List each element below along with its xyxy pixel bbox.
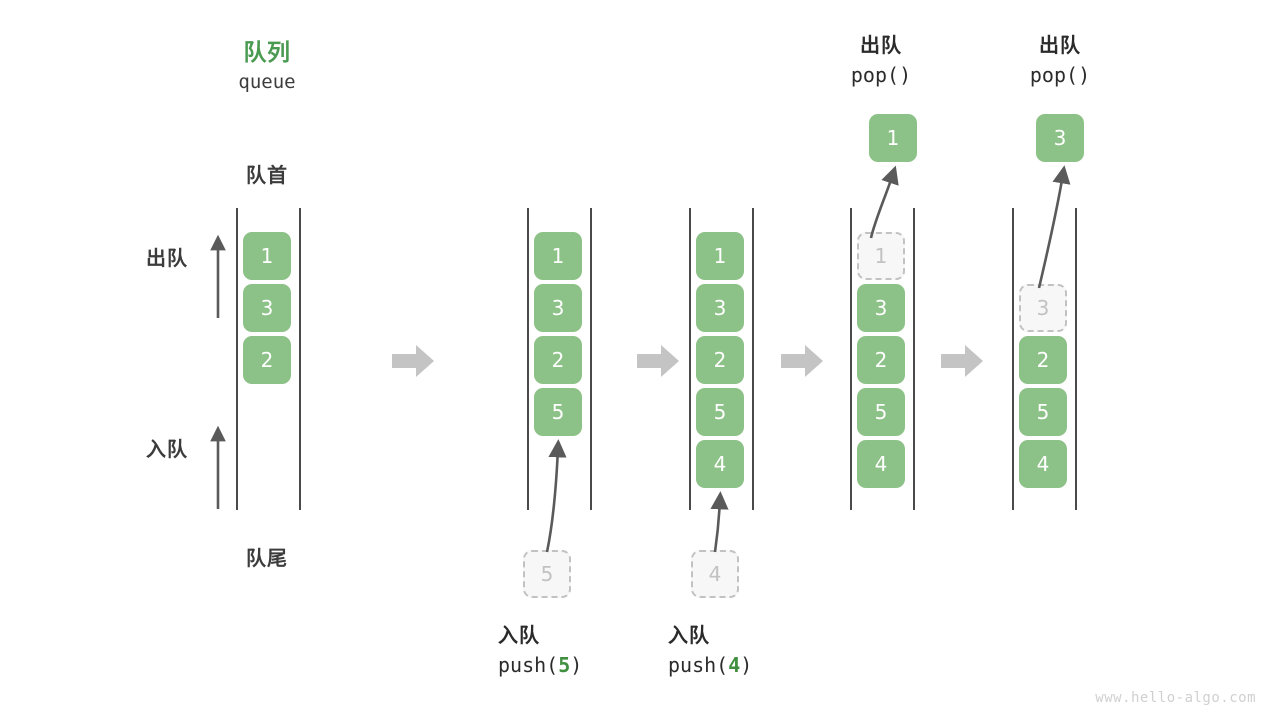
front-label: 队首: [246, 163, 288, 187]
flow-arrow-icon: [637, 345, 679, 377]
queue-rail-left: [689, 208, 691, 510]
queue-cell: 1: [243, 232, 291, 280]
queue-rail-right: [913, 208, 915, 510]
rear-label: 队尾: [246, 546, 288, 570]
enqueue-direction-arrow-icon: [210, 425, 226, 509]
pop-caption-code: pop(): [990, 60, 1130, 90]
pop-code-prefix: pop(: [1029, 63, 1079, 87]
queue-rail-right: [590, 208, 592, 510]
page-title-cn: 队列: [243, 40, 291, 66]
push-code-suffix: ): [740, 653, 753, 677]
enqueue-direction-label: 入队: [146, 437, 188, 461]
queue-cell: 3: [243, 284, 291, 332]
queue-cell: 4: [1019, 440, 1067, 488]
queue-rail-left: [1012, 208, 1014, 510]
queue-cell: 1: [534, 232, 582, 280]
pop-caption-cn: 出队: [1039, 33, 1081, 57]
pop-1-caption: 出队 pop(): [811, 30, 951, 90]
queue-cell-new: 4: [696, 440, 744, 488]
queue-rail-left: [850, 208, 852, 510]
push-code-arg: 5: [558, 653, 571, 677]
queue-cell: 2: [243, 336, 291, 384]
queue-cell: 2: [534, 336, 582, 384]
queue-cell: 5: [1019, 388, 1067, 436]
flow-arrow-icon: [941, 345, 983, 377]
pop-arrow-icon: [869, 165, 899, 239]
watermark: www.hello-algo.com: [1095, 690, 1256, 706]
flow-arrow-icon: [781, 345, 823, 377]
queue-rail-left: [236, 208, 238, 510]
push-code-suffix: ): [570, 653, 583, 677]
queue-rail-right: [1075, 208, 1077, 510]
pop-code-suffix: ): [899, 63, 912, 87]
queue-cell: 2: [857, 336, 905, 384]
push-5-caption: 入队 push(5): [498, 620, 638, 680]
pop-arrow-icon: [1037, 165, 1071, 289]
push-arrow-icon: [710, 491, 729, 553]
push-code-arg: 4: [728, 653, 741, 677]
queue-rail-left: [527, 208, 529, 510]
queue-cell: 3: [857, 284, 905, 332]
queue-cell: 3: [534, 284, 582, 332]
queue-cell: 5: [857, 388, 905, 436]
dequeue-direction-arrow-icon: [210, 234, 226, 318]
removed-value-placeholder: 1: [857, 232, 905, 280]
push-4-caption: 入队 push(4): [668, 620, 818, 680]
queue-cell: 3: [696, 284, 744, 332]
pop-3-caption: 出队 pop(): [990, 30, 1130, 90]
queue-cell: 4: [857, 440, 905, 488]
queue-rail-right: [752, 208, 754, 510]
queue-cell-new: 5: [534, 388, 582, 436]
dequeue-direction-label: 出队: [146, 246, 188, 270]
pop-caption-cn: 出队: [860, 33, 902, 57]
pop-caption-code: pop(): [811, 60, 951, 90]
push-code-prefix: push(: [498, 653, 559, 677]
pending-push-value: 4: [691, 550, 739, 598]
page-title-en: queue: [238, 71, 296, 93]
pop-code-prefix: pop(: [850, 63, 900, 87]
removed-value-placeholder: 3: [1019, 284, 1067, 332]
push-caption-cn: 入队: [498, 623, 540, 647]
queue-cell: 5: [696, 388, 744, 436]
pending-push-value: 5: [523, 550, 571, 598]
push-caption-code: push(4): [668, 650, 818, 680]
queue-cell: 1: [696, 232, 744, 280]
push-caption-code: push(5): [498, 650, 638, 680]
queue-cell: 2: [1019, 336, 1067, 384]
push-code-prefix: push(: [668, 653, 729, 677]
popped-value: 1: [869, 114, 917, 162]
flow-arrow-icon: [392, 345, 434, 377]
push-arrow-icon: [545, 439, 567, 553]
push-caption-cn: 入队: [668, 623, 710, 647]
queue-cell: 2: [696, 336, 744, 384]
queue-rail-right: [299, 208, 301, 510]
popped-value: 3: [1036, 114, 1084, 162]
pop-code-suffix: ): [1078, 63, 1091, 87]
